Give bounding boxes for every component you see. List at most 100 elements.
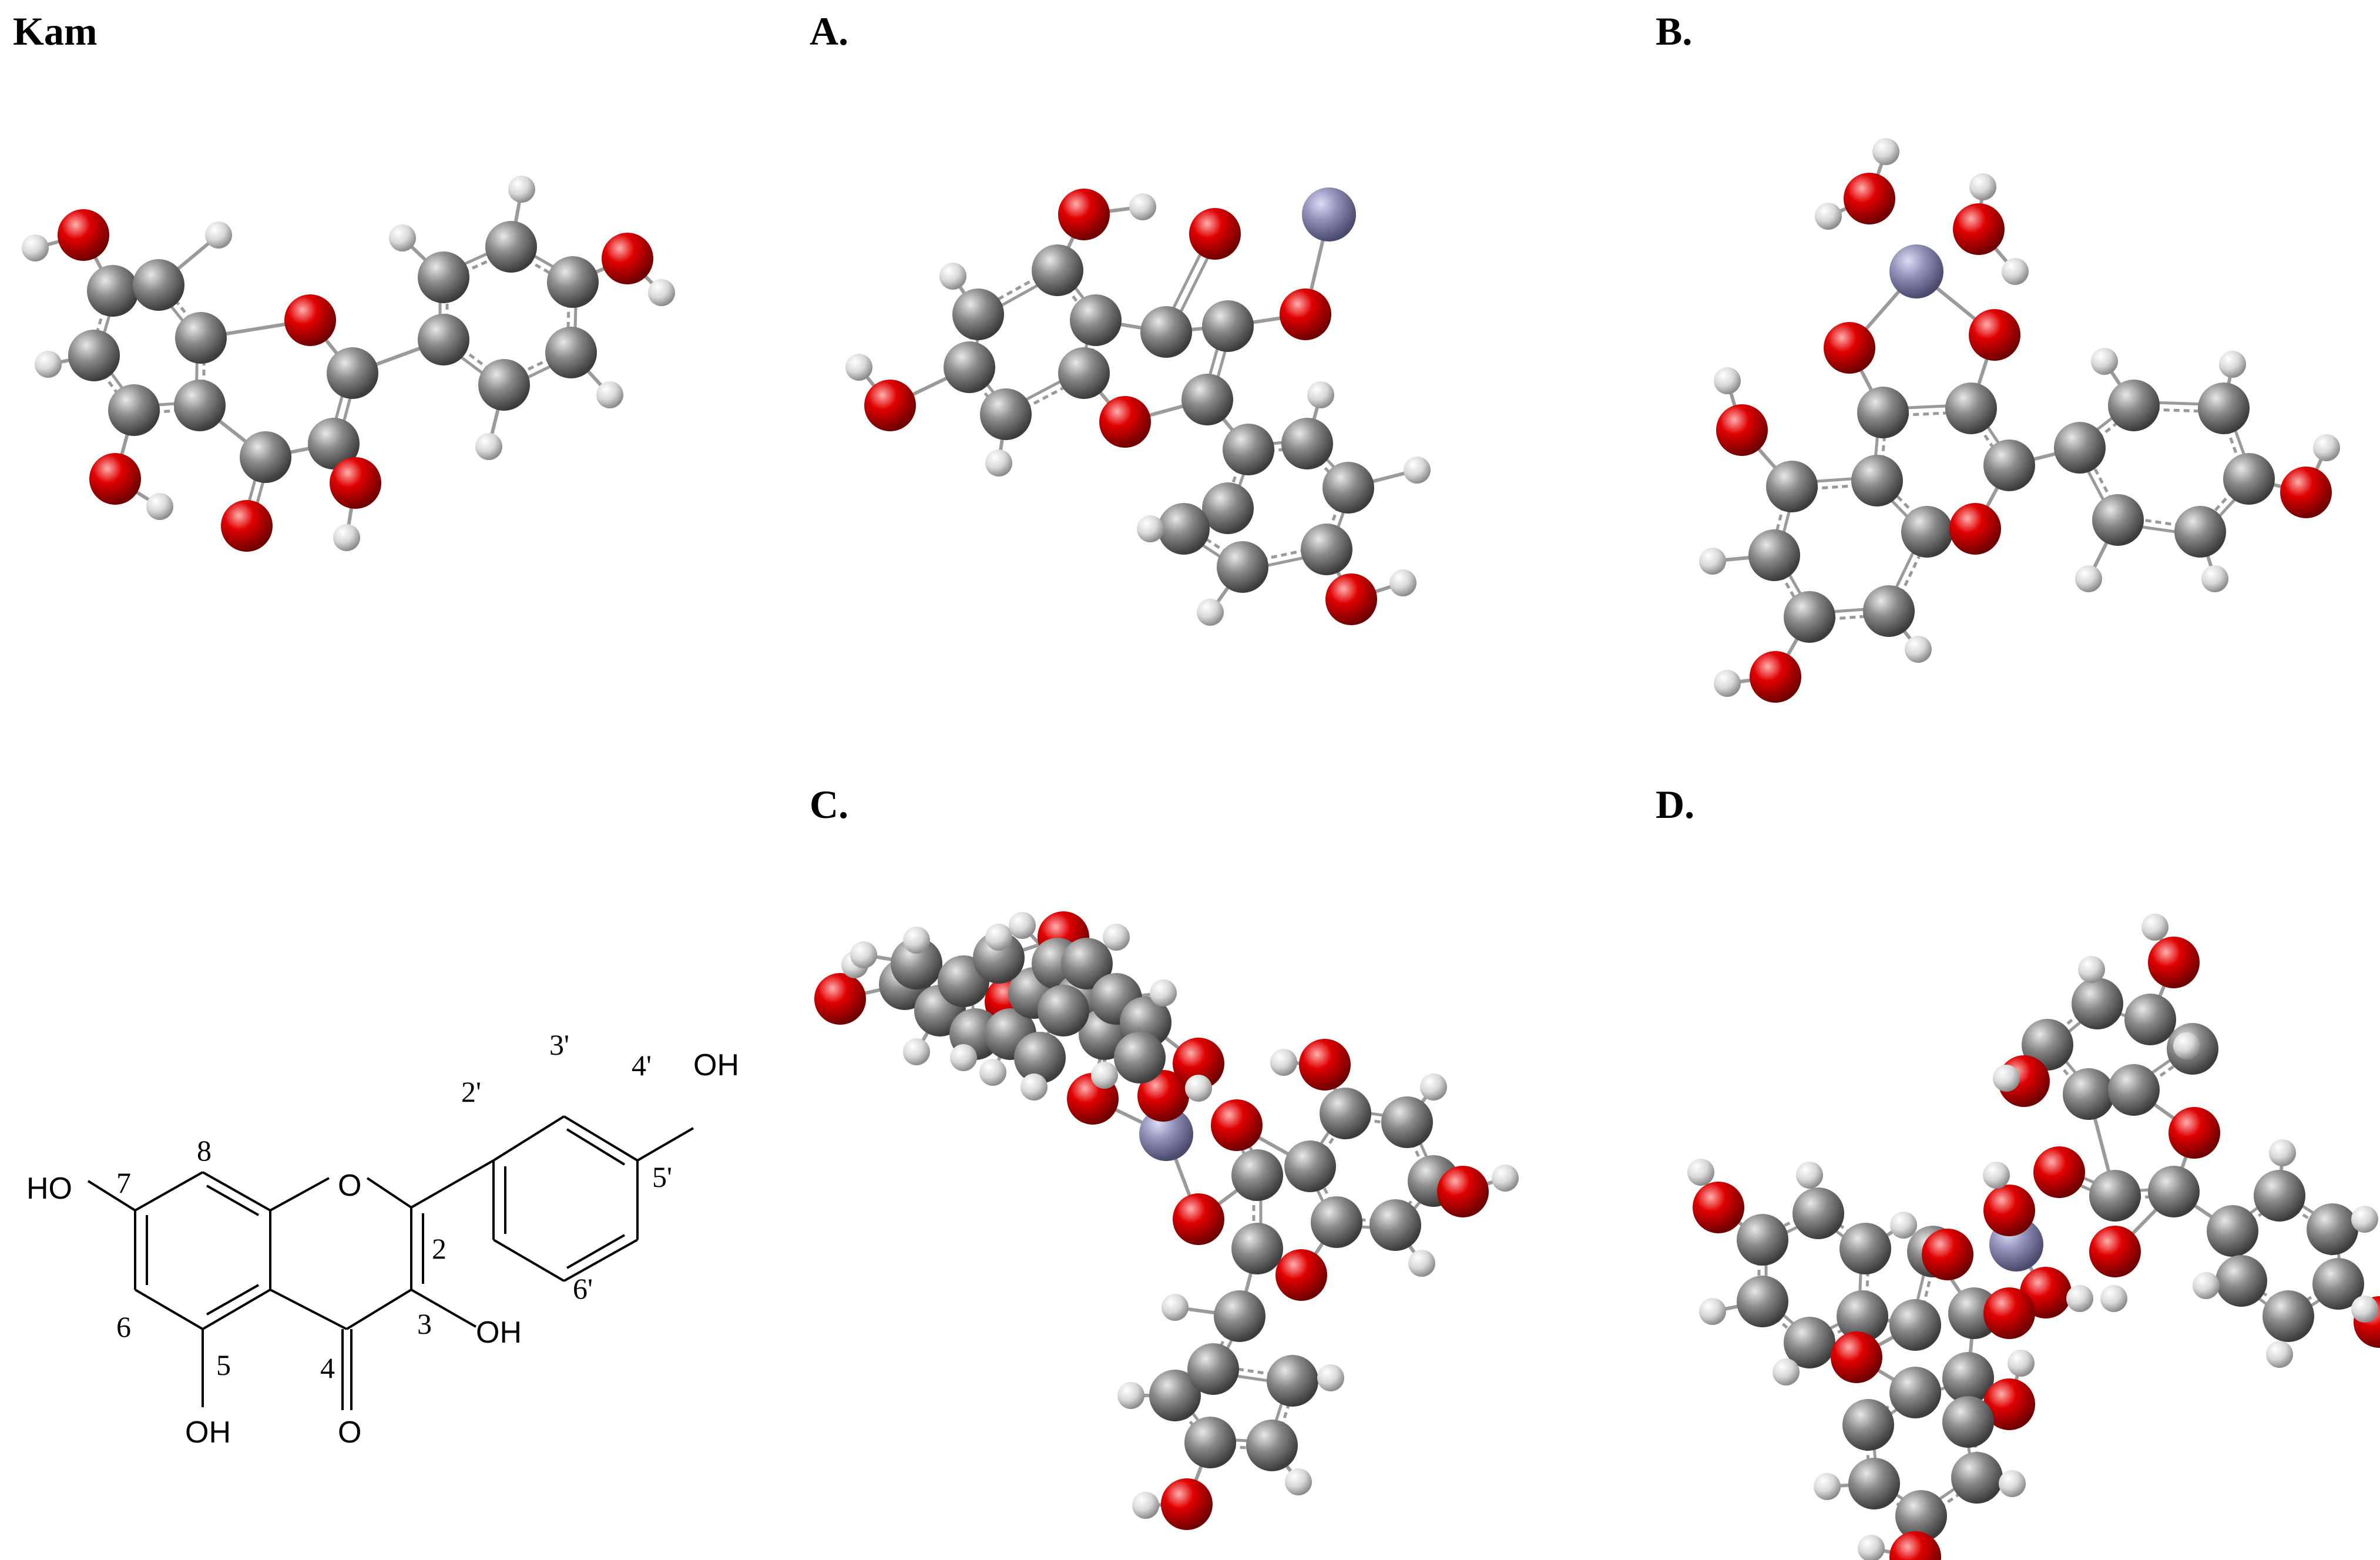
hydrogen-atom (1162, 1294, 1189, 1321)
oxygen-atom (2168, 1107, 2220, 1159)
oxygen-atom (814, 973, 866, 1025)
oh-4prime-label: OH (693, 1048, 739, 1082)
hydrogen-atom (146, 493, 173, 520)
carbon-atom (108, 384, 160, 436)
position-2prime-label: 2' (461, 1075, 481, 1108)
hydrogen-atom (1307, 381, 1334, 408)
oxygen-atom (1137, 1070, 1189, 1122)
hydrogen-atom (2100, 1285, 2127, 1312)
hydrogen-atom (35, 351, 62, 378)
carbon-atom (1983, 440, 2035, 491)
model-d (1687, 914, 2380, 1560)
carbon-atom (1149, 1370, 1201, 1421)
position-7-label: 7 (116, 1166, 131, 1199)
oh-3-label: OH (476, 1316, 522, 1350)
carbon-atom (1842, 1399, 1894, 1451)
hydrogen-atom (1858, 1535, 1885, 1560)
hydrogen-atom (845, 354, 872, 381)
carbon-atom (1301, 524, 1352, 575)
hydrogen-atom (1009, 912, 1036, 939)
carbon-atom (1792, 1187, 1844, 1239)
carbon-atom (1202, 482, 1254, 534)
oxygen-atom (1889, 1531, 1941, 1560)
oxygen-atom (1693, 1182, 1744, 1233)
hydrogen-atom (333, 524, 360, 551)
carbon-atom (1187, 1343, 1239, 1395)
hydrogen-atom (1117, 1382, 1144, 1409)
panel-label-d: D. (1656, 782, 1695, 827)
carbon-atom (2108, 380, 2160, 431)
oxygen-atom (330, 457, 381, 509)
carbon-atom (1737, 1214, 1788, 1266)
carbon-atom (2262, 1290, 2314, 1342)
position-4-label: 4 (320, 1351, 335, 1384)
model-b (1699, 138, 2340, 703)
oxygen-atom (2033, 1146, 2085, 1198)
oxygen-atom (2280, 467, 2332, 518)
hydrogen-atom (1197, 599, 1224, 626)
hydrogen-atom (1185, 1075, 1212, 1102)
hydrogen-atom (1969, 173, 1996, 200)
carbon-atom (1114, 1032, 1166, 1083)
carbon-atom (1032, 244, 1083, 296)
carbon-atom (2063, 1068, 2114, 1120)
oxygen-atom (1280, 288, 1331, 340)
oxygen-atom (1750, 651, 1801, 703)
carbon-atom (1038, 985, 1089, 1036)
hydrogen-atom (1905, 636, 1932, 663)
ball-and-stick-models (22, 138, 2380, 1560)
hydrogen-atom (2091, 348, 2118, 375)
ho-7-label: HO (26, 1172, 72, 1206)
carbon-atom (1942, 1396, 1994, 1448)
hydrogen-atom (1132, 1492, 1159, 1519)
metal-atom (1139, 1107, 1193, 1161)
carbon-atom (1014, 1032, 1066, 1083)
hydrogen-atom (939, 263, 966, 290)
carbon-atom (1945, 383, 1997, 434)
carbon-atom (1322, 462, 1374, 514)
carbon-atom (980, 388, 1032, 440)
carbon-atom (944, 341, 995, 393)
position-6-label: 6 (116, 1310, 131, 1343)
carbon-atom (1748, 529, 1800, 581)
carbon-atom (1281, 418, 1333, 469)
carbon-atom (973, 932, 1025, 984)
panel-label-b: B. (1656, 9, 1693, 53)
hydrogen-atom (1815, 203, 1842, 230)
carbon-atom (2072, 978, 2123, 1029)
position-5-label: 5 (216, 1348, 231, 1381)
carbon-atom (952, 288, 1004, 340)
hydrogen-atom (1890, 1212, 1917, 1239)
hydrogen-atom (1021, 1073, 1048, 1101)
hydrogen-atom (2269, 1139, 2296, 1166)
oxygen-atom (1949, 503, 2001, 555)
oxygen-atom (602, 233, 653, 284)
hydrogen-atom (2201, 565, 2228, 592)
metal-atom (1302, 187, 1356, 241)
hydrogen-atom (2266, 1341, 2293, 1368)
ring-oxygen-label: O (338, 1169, 361, 1203)
hydrogen-atom (2008, 1350, 2035, 1377)
hydrogen-atom (2351, 1206, 2378, 1233)
hydrogen-atom (985, 449, 1012, 477)
hydrogen-atom (2351, 1296, 2378, 1323)
oxygen-atom (2148, 937, 2200, 988)
hydrogen-atom (950, 1044, 977, 1071)
hydrogen-atom (205, 222, 232, 249)
hydrogen-atom (2313, 434, 2340, 461)
panel-label-kam: Kam (13, 9, 98, 53)
hydrogen-atom (1408, 1250, 1435, 1277)
carbon-atom (1942, 1352, 1994, 1404)
hydrogen-atom (1404, 457, 1431, 484)
carbon-atom (1837, 1290, 1888, 1342)
hydrogen-atom (22, 234, 49, 261)
carbon-atom (1863, 585, 1915, 637)
carbon-atom (1381, 1096, 1433, 1148)
hydrogen-atom (1420, 1073, 1447, 1101)
oxygen-atom (2089, 1226, 2141, 1277)
oxygen-atom (864, 380, 916, 431)
oxygen-atom (284, 294, 336, 346)
oxygen-atom (1173, 1038, 1224, 1089)
oxygen-atom (89, 453, 141, 505)
carbonyl-oxygen-label: O (338, 1415, 361, 1450)
